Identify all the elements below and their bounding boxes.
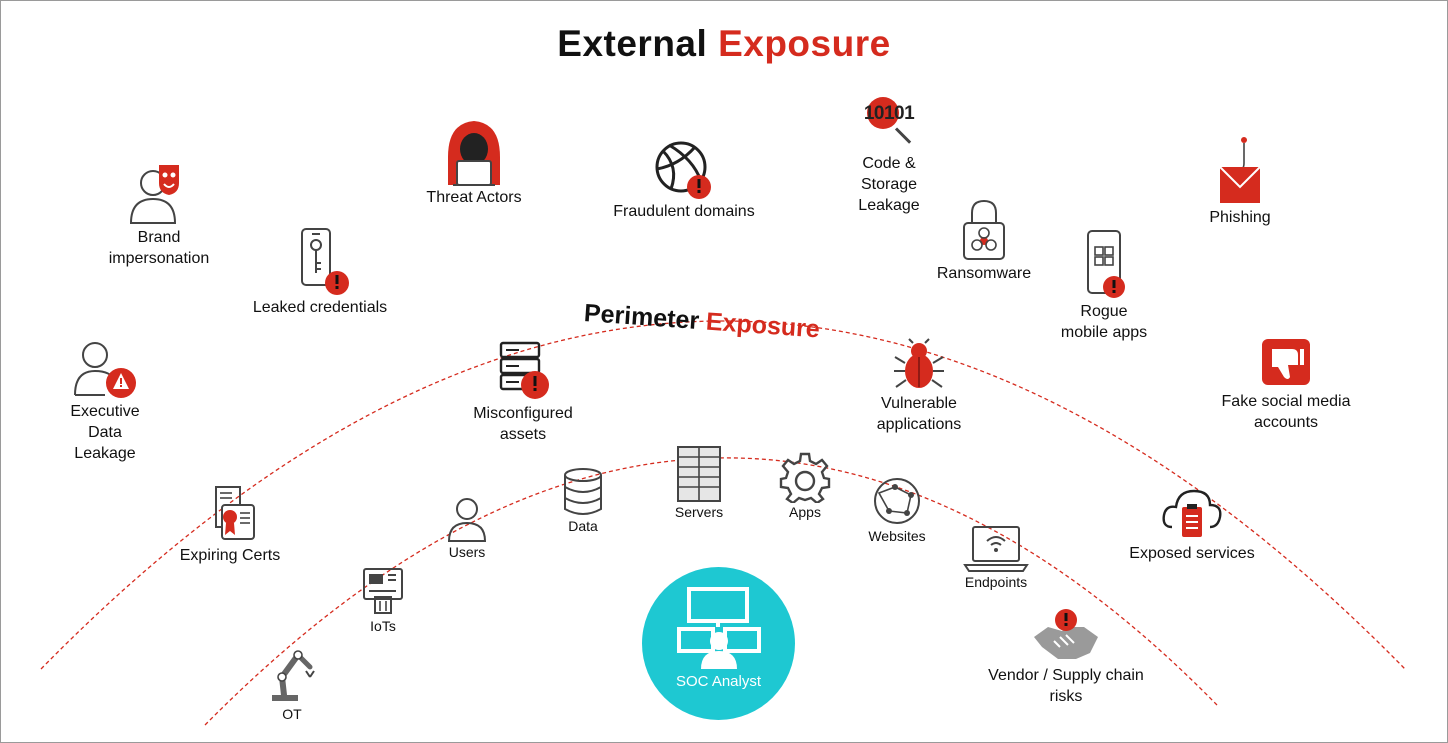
globe-alert-icon	[655, 141, 711, 199]
thumbs-down-icon	[1262, 339, 1310, 385]
servers-label: Servers	[674, 504, 724, 520]
brand-label-2: impersonation	[108, 250, 210, 267]
code-storage-leakage: 10101 Code & Storage Leakage	[837, 95, 941, 216]
iots-label: IoTs	[370, 618, 396, 634]
misconfigured-assets: Misconfigured assets	[461, 337, 585, 445]
bug-icon	[894, 338, 944, 388]
websites-label: Websites	[868, 528, 926, 544]
asset-users: Users	[437, 495, 497, 561]
code-label-1: Code &	[862, 155, 916, 172]
brand-mask-icon	[129, 165, 179, 224]
monitor-desk-icon	[677, 587, 761, 669]
user-warning-icon	[74, 342, 136, 398]
phishing-envelope-icon	[1219, 137, 1261, 203]
binary-search-icon: 10101	[844, 95, 934, 153]
database-icon	[564, 468, 602, 515]
vuln-label-1: Vulnerable	[881, 395, 957, 412]
vendor-label-2: risks	[1049, 688, 1083, 705]
server-alert-icon	[499, 341, 549, 399]
asset-iots: IoTs	[353, 567, 413, 635]
threat-actors: Threat Actors	[409, 117, 539, 208]
vuln-label-2: applications	[876, 416, 962, 433]
atm-icon	[363, 568, 403, 614]
certificate-icon	[215, 486, 255, 540]
certs-label: Expiring Certs	[179, 547, 281, 564]
vendor-label-1: Vendor / Supply chain	[988, 667, 1144, 684]
hacker-icon	[448, 121, 500, 186]
expiring-certs: Expiring Certs	[167, 483, 293, 566]
title-part2: Exposure	[718, 23, 891, 64]
ot-label: OT	[282, 706, 302, 722]
fake-label-1: Fake social media	[1221, 393, 1351, 410]
soc-label: SOC Analyst	[675, 673, 762, 690]
rogue-mobile-apps: Rogue mobile apps	[1041, 229, 1167, 343]
phishing-label: Phishing	[1209, 209, 1271, 226]
ransomware: Ransomware	[923, 197, 1045, 284]
phone-key-icon	[301, 228, 349, 295]
users-label: Users	[448, 544, 486, 560]
asset-apps: Apps	[775, 451, 835, 521]
brand-label-1: Brand	[137, 229, 181, 246]
robot-arm-icon	[272, 650, 315, 701]
fraud-label: Fraudulent domains	[613, 203, 755, 220]
misconfig-label-1: Misconfigured	[473, 405, 573, 422]
phone-qr-icon	[1087, 230, 1125, 298]
endpoints-label: Endpoints	[964, 574, 1028, 590]
vulnerable-applications: Vulnerable applications	[859, 337, 979, 435]
user-icon	[447, 498, 487, 542]
asset-endpoints: Endpoints	[951, 523, 1041, 591]
executive-data-leakage: Executive Data Leakage	[51, 339, 159, 464]
biohazard-lock-icon	[963, 199, 1005, 260]
brand-impersonation: Brand impersonation	[89, 161, 229, 269]
vendor-supply-chain: Vendor / Supply chain risks	[971, 607, 1161, 707]
title-part1: External	[557, 23, 708, 64]
laptop-wifi-icon	[963, 526, 1029, 572]
data-label: Data	[568, 518, 598, 534]
asset-websites: Websites	[857, 475, 937, 545]
apps-label: Apps	[789, 504, 821, 520]
asset-data: Data	[553, 467, 613, 535]
exposed-label: Exposed services	[1129, 545, 1255, 562]
binary-glyph: 10101	[863, 103, 915, 124]
rogue-label-2: mobile apps	[1060, 324, 1148, 341]
leaked-credentials: Leaked credentials	[235, 225, 405, 318]
asset-ot: OT	[257, 643, 327, 723]
exec-label-3: Leakage	[74, 445, 136, 462]
fake-label-2: accounts	[1253, 414, 1319, 431]
phishing: Phishing	[1181, 135, 1299, 228]
fraudulent-domains: Fraudulent domains	[599, 137, 769, 222]
page-title: External Exposure	[1, 23, 1447, 65]
threat-label: Threat Actors	[426, 189, 522, 206]
globe-network-icon	[874, 478, 920, 524]
leaked-label: Leaked credentials	[252, 299, 388, 316]
rogue-label-1: Rogue	[1080, 303, 1128, 320]
internal-ring	[204, 457, 1218, 726]
asset-servers: Servers	[661, 445, 737, 521]
misconfig-label-2: assets	[499, 426, 547, 443]
soc-analyst: SOC Analyst	[642, 567, 795, 720]
exec-label-2: Data	[88, 424, 122, 441]
handshake-alert-icon	[1034, 609, 1098, 659]
exposed-services: Exposed services	[1113, 483, 1271, 564]
perimeter-ring	[40, 320, 1406, 670]
exec-label-1: Executive	[70, 403, 140, 420]
ransom-label: Ransomware	[936, 265, 1032, 282]
gear-icon	[779, 452, 831, 503]
code-label-2: Storage	[860, 176, 918, 193]
server-rack-icon	[677, 446, 721, 502]
code-label-3: Leakage	[858, 197, 920, 214]
fake-social-media: Fake social media accounts	[1201, 337, 1371, 433]
cloud-clipboard-icon	[1162, 489, 1222, 537]
